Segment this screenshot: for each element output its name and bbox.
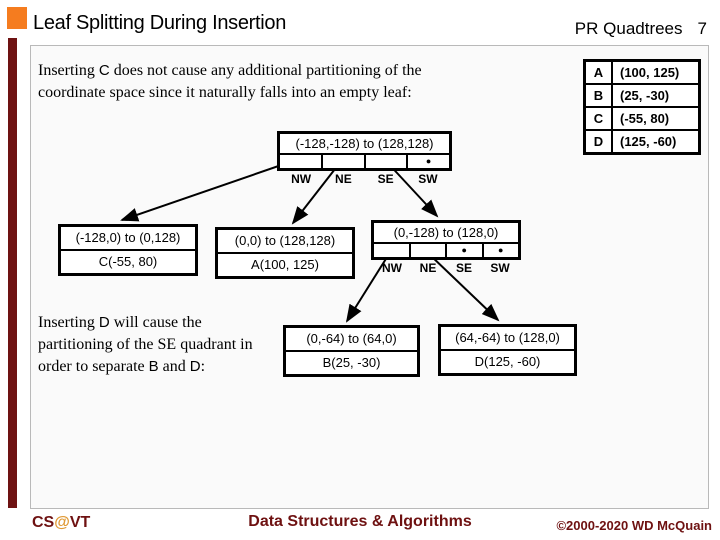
point-coordinates: (125, -60) — [620, 134, 677, 149]
point-coordinates: (100, 125) — [620, 65, 680, 80]
node-region-label: (0,0) to (128,128) — [234, 233, 336, 248]
point-name-inline: D — [189, 358, 201, 375]
tree-leaf-ne: (0,0) to (128,128) A(100, 125) — [215, 227, 355, 279]
footer-cs: CS — [32, 514, 55, 531]
footer-at: @ — [54, 514, 70, 531]
root-quadrant-labels: NW NE SE SW — [280, 172, 449, 186]
points-table-row: B (25, -30) — [586, 85, 698, 108]
paragraph-text: and — [158, 358, 190, 375]
pointer-row: ● ● — [374, 242, 518, 257]
points-table-row: C (-55, 80) — [586, 108, 698, 131]
points-table-row: D (125, -60) — [586, 131, 698, 152]
points-table: A (100, 125) B (25, -30) C (-55, 80) D (125, -6… — [583, 59, 701, 155]
label-nw: NW — [291, 172, 312, 186]
node-region-label: (64,-64) to (128,0) — [455, 330, 560, 345]
ptr-cell-nw — [374, 244, 409, 257]
pointer-row: ● — [280, 153, 449, 168]
intro-paragraph: Inserting C does not cause any additiona… — [38, 60, 490, 104]
point-name-inline: C — [98, 62, 110, 79]
note-paragraph: Inserting D will cause the partitioning … — [38, 312, 253, 378]
se-quadrant-labels: NW NE SE SW — [374, 261, 518, 275]
tree-leaf-nw: (-128,0) to (0,128) C(-55, 80) — [58, 224, 198, 276]
tree-node-root: (-128,-128) to (128,128) ● — [277, 131, 452, 171]
label-sw: SW — [418, 172, 438, 186]
page-number: 7 — [697, 19, 707, 38]
node-point-label: D(125, -60) — [441, 349, 574, 373]
point-name-inline: B — [148, 358, 159, 375]
tree-node-se: (0,-128) to (128,0) ● ● — [371, 220, 521, 260]
node-region-label: (-128,0) to (0,128) — [75, 230, 181, 245]
page-title: Leaf Splitting During Insertion — [33, 12, 287, 34]
paragraph-text: : — [200, 358, 206, 375]
footer-vt: VT — [69, 514, 91, 531]
points-table-row: A (100, 125) — [586, 62, 698, 85]
node-region-label: (-128,-128) to (128,128) — [295, 136, 434, 151]
node-region-label: (0,-64) to (64,0) — [306, 331, 397, 346]
tree-leaf-se-nw: (0,-64) to (64,0) B(25, -30) — [283, 325, 420, 377]
paragraph-text: will cause the partitioning of the SE qu… — [38, 314, 253, 375]
tree-leaf-se-ne: (64,-64) to (128,0) D(125, -60) — [438, 324, 577, 376]
label-ne: NE — [419, 261, 437, 275]
ptr-cell-se-null-dot: ● — [445, 244, 482, 257]
node-point-label: C(-55, 80) — [61, 249, 195, 273]
ptr-cell-nw — [280, 155, 321, 168]
ptr-cell-se — [363, 155, 407, 168]
title-accent-square — [7, 7, 27, 29]
node-point-label: B(25, -30) — [286, 350, 417, 374]
footer-copyright: ©2000-2020 WD McQuain — [556, 518, 712, 533]
point-coordinates: (-55, 80) — [620, 111, 670, 126]
course-label: PR Quadtrees — [574, 19, 683, 38]
footer-brand: CS@VT — [32, 514, 90, 532]
point-coordinates: (25, -30) — [620, 88, 670, 103]
label-se: SE — [377, 172, 394, 186]
footer-course-title: Data Structures & Algorithms — [248, 513, 472, 530]
ptr-cell-ne — [320, 155, 364, 168]
point-name-inline: D — [98, 314, 110, 331]
ptr-cell-ne — [408, 244, 446, 257]
point-label: C — [586, 108, 613, 129]
paragraph-text: Inserting — [38, 314, 99, 331]
ptr-cell-sw-null-dot: ● — [406, 155, 449, 168]
point-label: B — [586, 85, 613, 106]
ptr-cell-sw-null-dot: ● — [481, 244, 519, 257]
node-region-label: (0,-128) to (128,0) — [393, 225, 499, 240]
label-ne: NE — [335, 172, 352, 186]
paragraph-text: Inserting — [38, 62, 99, 79]
point-label: A — [586, 62, 613, 83]
label-nw: NW — [382, 261, 402, 275]
left-accent-bar — [8, 38, 17, 508]
point-label: D — [586, 131, 613, 152]
label-se: SE — [455, 261, 472, 275]
label-sw: SW — [490, 261, 510, 275]
paragraph-text: does not cause any additional partitioni… — [38, 62, 422, 101]
node-point-label: A(100, 125) — [218, 252, 352, 276]
header-right: PR Quadtrees 7 — [575, 19, 707, 39]
